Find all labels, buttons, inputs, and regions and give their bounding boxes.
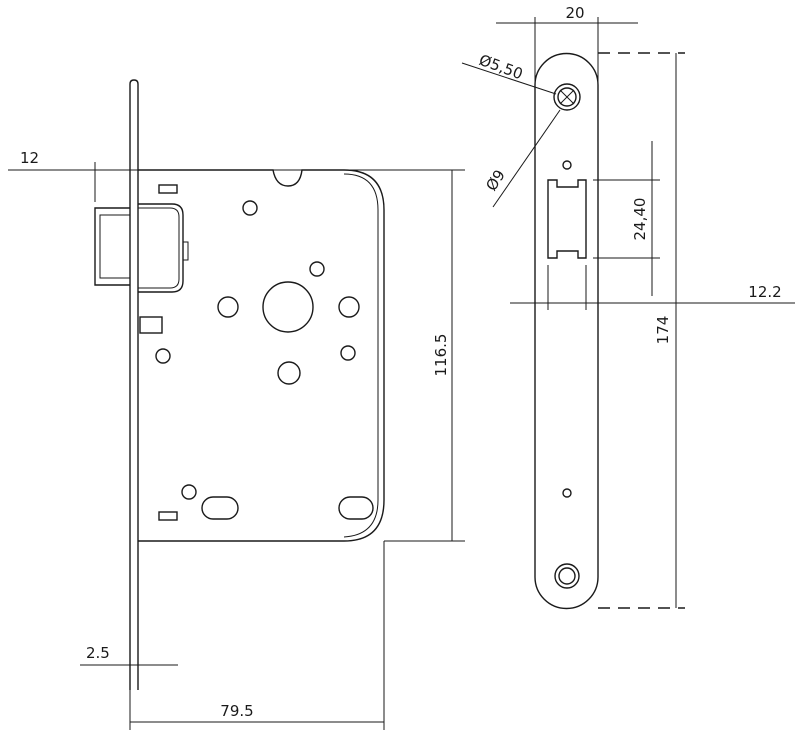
mount-slot [338, 496, 374, 520]
hole [242, 200, 258, 216]
faceplate-side [129, 79, 139, 690]
side-view: 12 116.5 2.5 79.5 [8, 79, 465, 730]
case-slot [158, 184, 178, 194]
hole [217, 296, 239, 318]
mount-slot [201, 496, 239, 520]
case-slot [158, 511, 178, 521]
latch-housing [138, 203, 184, 293]
small-hole [562, 160, 572, 170]
latch-opening [547, 179, 587, 259]
screw-hole-bottom [554, 563, 580, 589]
dim-screw-hole: Ø5,50 [477, 51, 526, 83]
dim-latch-width: 12.2 [748, 283, 781, 301]
hole [340, 345, 356, 361]
hole [155, 348, 171, 364]
small-hole [562, 488, 572, 498]
dim-case-height: 116.5 [432, 334, 450, 377]
lock-case [138, 169, 385, 542]
hole [277, 361, 301, 385]
latch-bolt [94, 207, 130, 286]
latch-bolt-inner [99, 214, 130, 279]
dim-faceplate-length: 174 [654, 316, 672, 345]
dim-latch-height: 24,40 [631, 198, 649, 241]
hole [309, 261, 325, 277]
dim-faceplate-width: 20 [565, 4, 584, 22]
screw-hole-top [553, 83, 581, 111]
lock-case-edge [343, 173, 379, 538]
trigger-slot [139, 316, 163, 334]
dim-case-depth: 79.5 [220, 702, 253, 720]
hole [338, 296, 360, 318]
faceplate-front [534, 52, 599, 610]
dim-faceplate-thickness: 2.5 [86, 644, 110, 662]
dim-latch-projection: 12 [20, 149, 39, 167]
front-view: 20 174 Ø5,50 Ø9 24,40 12.2 [461, 4, 795, 610]
hole [181, 484, 197, 500]
spindle-hole [262, 281, 314, 333]
